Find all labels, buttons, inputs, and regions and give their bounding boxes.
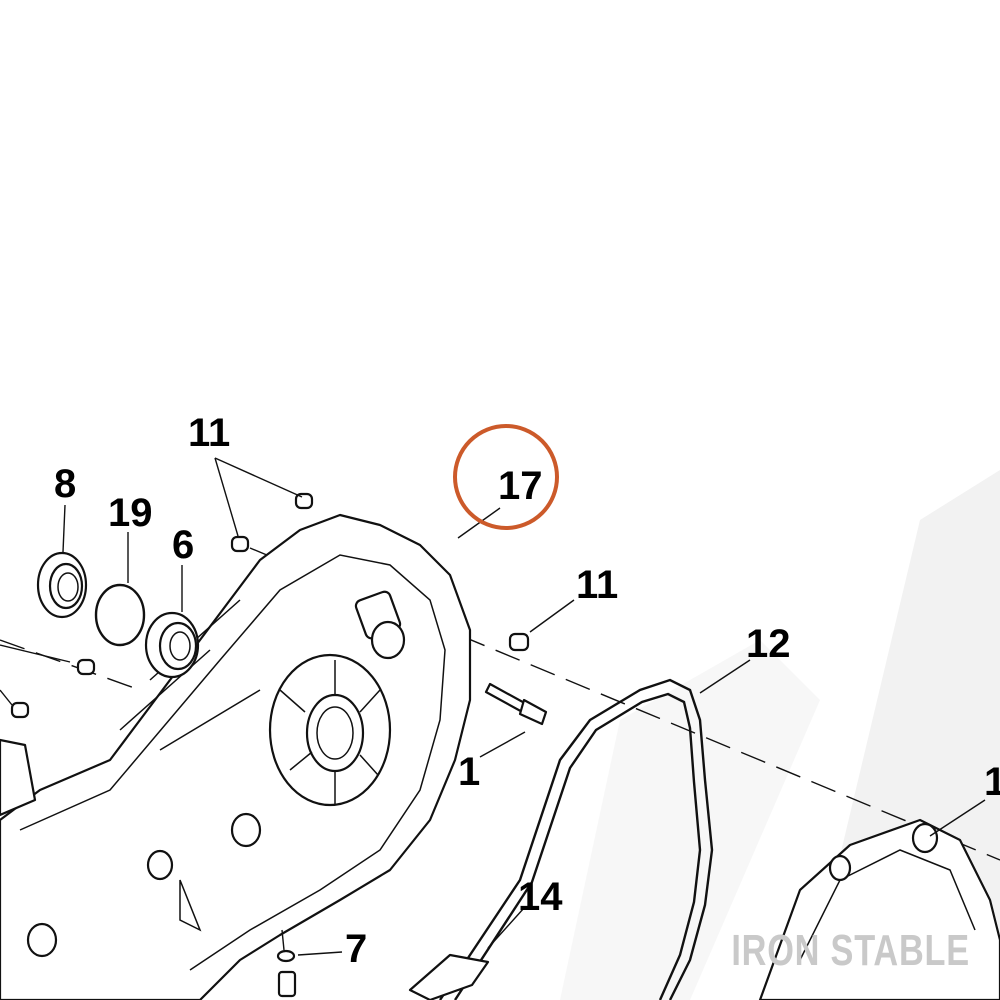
callout-19: 19 — [108, 491, 153, 535]
dowel-pins — [10, 492, 530, 719]
primary-gasket — [439, 678, 714, 1000]
callout-1: 1 — [458, 750, 480, 794]
callout-7: 7 — [345, 927, 367, 971]
callout-6: 6 — [172, 523, 194, 567]
housing-bolt — [484, 682, 548, 726]
retaining-ring — [94, 583, 146, 647]
callout-11-top: 11 — [188, 411, 230, 455]
chain-tensioner — [408, 953, 490, 1000]
leader-lines — [0, 457, 986, 956]
callout-11-right: 11 — [576, 563, 618, 607]
primary-gasket-inner — [453, 692, 702, 1000]
callout-17: 17 — [498, 464, 543, 508]
assembly-axis-left — [0, 639, 141, 691]
callout-8: 8 — [54, 462, 76, 506]
primary-cover — [758, 818, 1000, 1000]
bearing — [144, 611, 200, 679]
callout-1-edge: 1 — [984, 760, 1000, 804]
oil-seal — [36, 551, 88, 619]
watermark-brand: IRON STABLE — [731, 926, 970, 975]
callout-14: 14 — [518, 875, 563, 919]
highlight-ring — [453, 424, 559, 530]
inner-primary-housing — [0, 513, 472, 1000]
drain-plug — [276, 929, 297, 998]
callout-12: 12 — [746, 622, 791, 666]
